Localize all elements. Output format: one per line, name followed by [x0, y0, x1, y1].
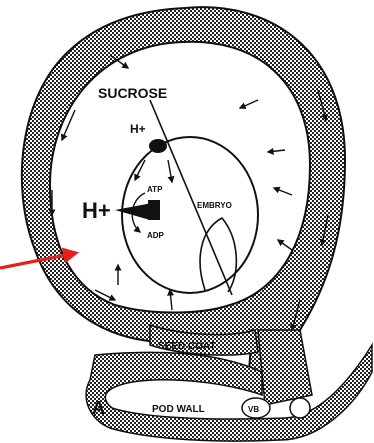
proton-pump-bar	[148, 200, 160, 220]
label-panel-a: A	[92, 398, 105, 418]
label-pod-wall: POD WALL	[152, 404, 205, 415]
funiculus	[258, 330, 312, 405]
label-atp: ATP	[147, 185, 163, 194]
label-vb: VB	[248, 405, 259, 414]
label-h-plus-large: H+	[82, 198, 111, 223]
label-adp: ADP	[147, 231, 165, 240]
label-h-plus-small: H+	[130, 122, 146, 136]
transporter	[149, 139, 167, 153]
label-sucrose: SUCROSE	[98, 85, 167, 101]
label-seed-coat: SEED COAT	[158, 341, 216, 352]
lumen-circle	[290, 398, 310, 418]
pod-wall	[86, 345, 372, 441]
label-embryo: EMBRYO	[197, 201, 232, 210]
